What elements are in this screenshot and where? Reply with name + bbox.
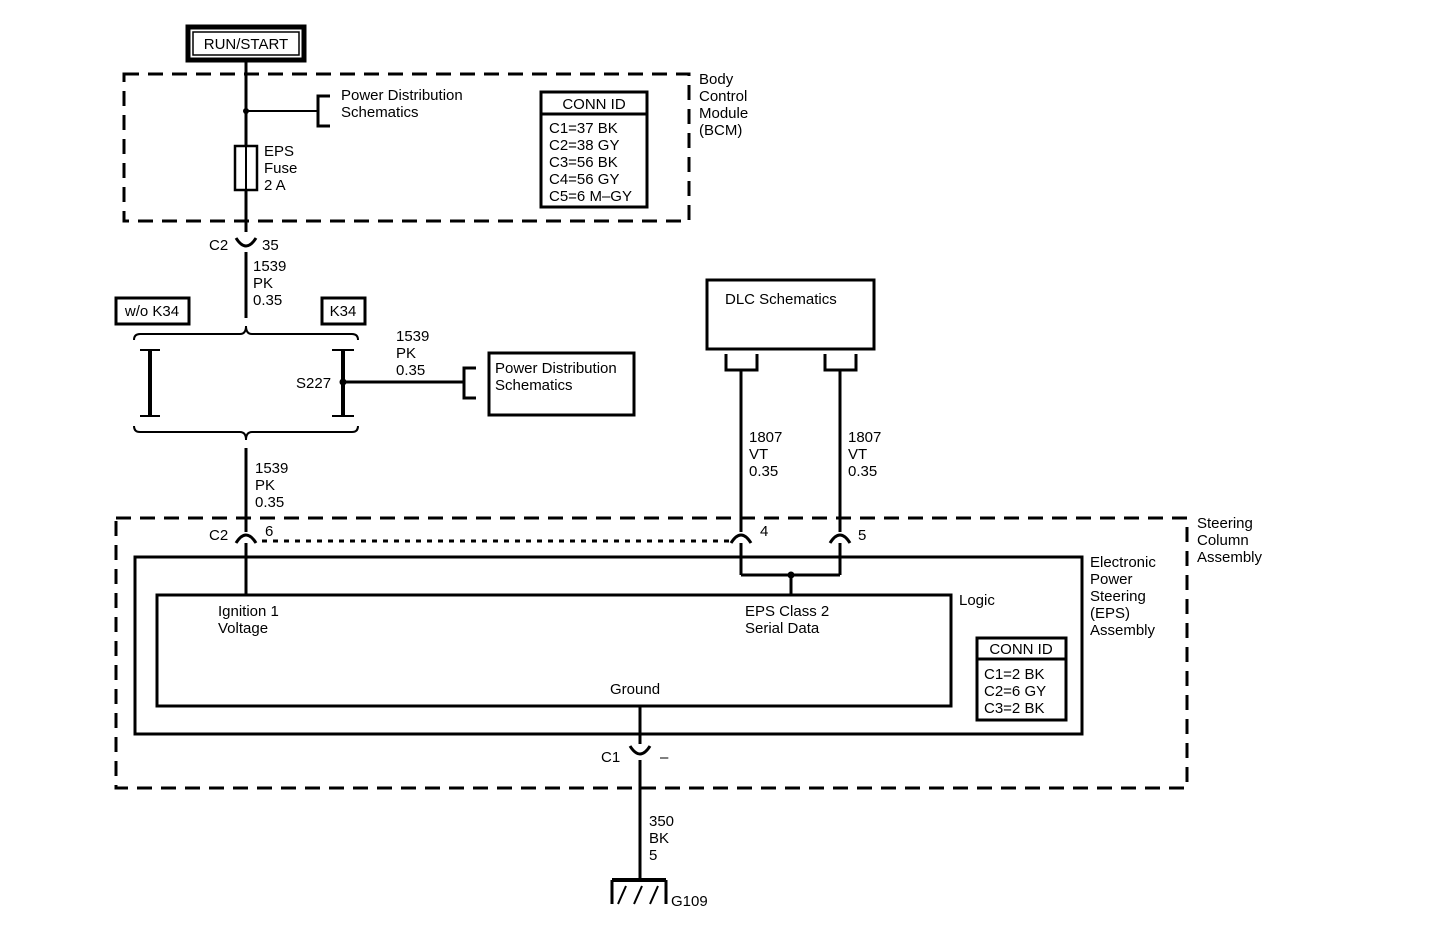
svg-text:Steering: Steering xyxy=(1197,515,1253,532)
bcm-conn-id-table: CONN ID C1=37 BK C2=38 GY C3=56 BK C4=56… xyxy=(539,90,649,209)
svg-text:1807: 1807 xyxy=(749,429,782,446)
bcm-c2-connector xyxy=(234,237,258,248)
splice-pds-bracket xyxy=(462,366,476,400)
svg-text:0.35: 0.35 xyxy=(749,463,778,480)
eps-assembly-name: Electronic Power Steering (EPS) Assembly xyxy=(1090,554,1156,639)
option-brace-bottom xyxy=(133,425,359,441)
eps-conn-id-table: CONN ID C1=2 BK C2=6 GY C3=2 BK xyxy=(975,636,1068,722)
bcm-pds-ref: Power Distribution xyxy=(341,87,463,104)
svg-text:C2=6 GY: C2=6 GY xyxy=(984,683,1046,700)
svg-text:C3=56 BK: C3=56 BK xyxy=(549,154,618,171)
svg-text:5: 5 xyxy=(649,847,657,864)
svg-text:K34: K34 xyxy=(330,303,357,320)
svg-text:Power: Power xyxy=(1090,571,1133,588)
svg-text:C2: C2 xyxy=(209,237,228,254)
svg-text:VT: VT xyxy=(749,446,768,463)
svg-text:0.35: 0.35 xyxy=(396,362,425,379)
svg-text:Power Distribution: Power Distribution xyxy=(495,360,617,377)
svg-text:Schematics: Schematics xyxy=(341,104,419,121)
fuse-label: EPS xyxy=(264,143,294,160)
splice-pds-ref: Power Distribution Schematics xyxy=(487,351,636,417)
svg-text:(EPS): (EPS) xyxy=(1090,605,1130,622)
run-start-source: RUN/START xyxy=(185,24,307,63)
option-without-k34: w/o K34 xyxy=(114,296,191,326)
svg-text:1539: 1539 xyxy=(253,258,286,275)
svg-text:Assembly: Assembly xyxy=(1197,549,1263,566)
logic-label: Logic xyxy=(959,592,995,609)
bcm-boundary xyxy=(122,72,691,223)
svg-text:0.35: 0.35 xyxy=(253,292,282,309)
svg-text:1807: 1807 xyxy=(848,429,881,446)
svg-text:1539: 1539 xyxy=(396,328,429,345)
svg-text:C3=2 BK: C3=2 BK xyxy=(984,700,1044,717)
splice-label: S227 xyxy=(296,375,331,392)
eps-c2-pin-6 xyxy=(234,533,258,544)
svg-text:C1=37 BK: C1=37 BK xyxy=(549,120,618,137)
svg-text:VT: VT xyxy=(848,446,867,463)
svg-text:Fuse: Fuse xyxy=(264,160,297,177)
steering-column-boundary xyxy=(114,516,1189,790)
steering-column-name: Steering Column Assembly xyxy=(1197,515,1263,566)
ground-point-label: G109 xyxy=(671,893,708,910)
svg-text:C2: C2 xyxy=(209,527,228,544)
option-with-k34: K34 xyxy=(320,296,367,326)
svg-text:Schematics: Schematics xyxy=(495,377,573,394)
svg-text:–: – xyxy=(660,749,669,766)
svg-text:PK: PK xyxy=(253,275,273,292)
svg-text:Control: Control xyxy=(699,88,747,105)
dlc-schematics-ref: DLC Schematics xyxy=(705,278,876,351)
bcm-pds-bracket xyxy=(316,94,330,128)
svg-text:4: 4 xyxy=(760,523,768,540)
ignition-input-label: Ignition 1 xyxy=(218,603,279,620)
option-brace-top xyxy=(133,325,359,341)
svg-text:C1=2 BK: C1=2 BK xyxy=(984,666,1044,683)
svg-text:DLC Schematics: DLC Schematics xyxy=(725,291,837,308)
eps-logic-module xyxy=(155,593,953,708)
svg-text:1539: 1539 xyxy=(255,460,288,477)
svg-text:Body: Body xyxy=(699,71,734,88)
svg-text:C2=38 GY: C2=38 GY xyxy=(549,137,619,154)
svg-text:350: 350 xyxy=(649,813,674,830)
eps-c1-connector xyxy=(628,745,652,756)
svg-text:Serial Data: Serial Data xyxy=(745,620,820,637)
svg-text:5: 5 xyxy=(858,527,866,544)
serial-data-label: EPS Class 2 xyxy=(745,603,829,620)
svg-text:CONN ID: CONN ID xyxy=(562,96,626,113)
ground-label: Ground xyxy=(610,681,660,698)
svg-text:2 A: 2 A xyxy=(264,177,286,194)
svg-text:CONN ID: CONN ID xyxy=(989,641,1053,658)
svg-text:Voltage: Voltage xyxy=(218,620,268,637)
eps-c2-pin-5 xyxy=(828,533,852,544)
svg-text:C5=6 M–GY: C5=6 M–GY xyxy=(549,188,632,205)
svg-text:Assembly: Assembly xyxy=(1090,622,1156,639)
svg-text:Steering: Steering xyxy=(1090,588,1146,605)
svg-text:w/o K34: w/o K34 xyxy=(124,303,179,320)
ground-g109-symbol xyxy=(610,878,668,905)
svg-text:PK: PK xyxy=(255,477,275,494)
svg-text:C1: C1 xyxy=(601,749,620,766)
svg-text:6: 6 xyxy=(265,523,273,540)
svg-text:0.35: 0.35 xyxy=(255,494,284,511)
run-start-label: RUN/START xyxy=(204,36,288,53)
dlc-connector-a xyxy=(724,354,759,372)
svg-text:BK: BK xyxy=(649,830,669,847)
eps-c2-pin-4 xyxy=(729,533,753,544)
svg-text:Electronic: Electronic xyxy=(1090,554,1156,571)
svg-text:Module: Module xyxy=(699,105,748,122)
svg-text:PK: PK xyxy=(396,345,416,362)
svg-text:C4=56 GY: C4=56 GY xyxy=(549,171,619,188)
svg-text:35: 35 xyxy=(262,237,279,254)
dlc-connector-b xyxy=(823,354,858,372)
svg-text:0.35: 0.35 xyxy=(848,463,877,480)
svg-text:Column: Column xyxy=(1197,532,1249,549)
bcm-name: Body Control Module (BCM) xyxy=(699,71,748,139)
svg-text:(BCM): (BCM) xyxy=(699,122,742,139)
